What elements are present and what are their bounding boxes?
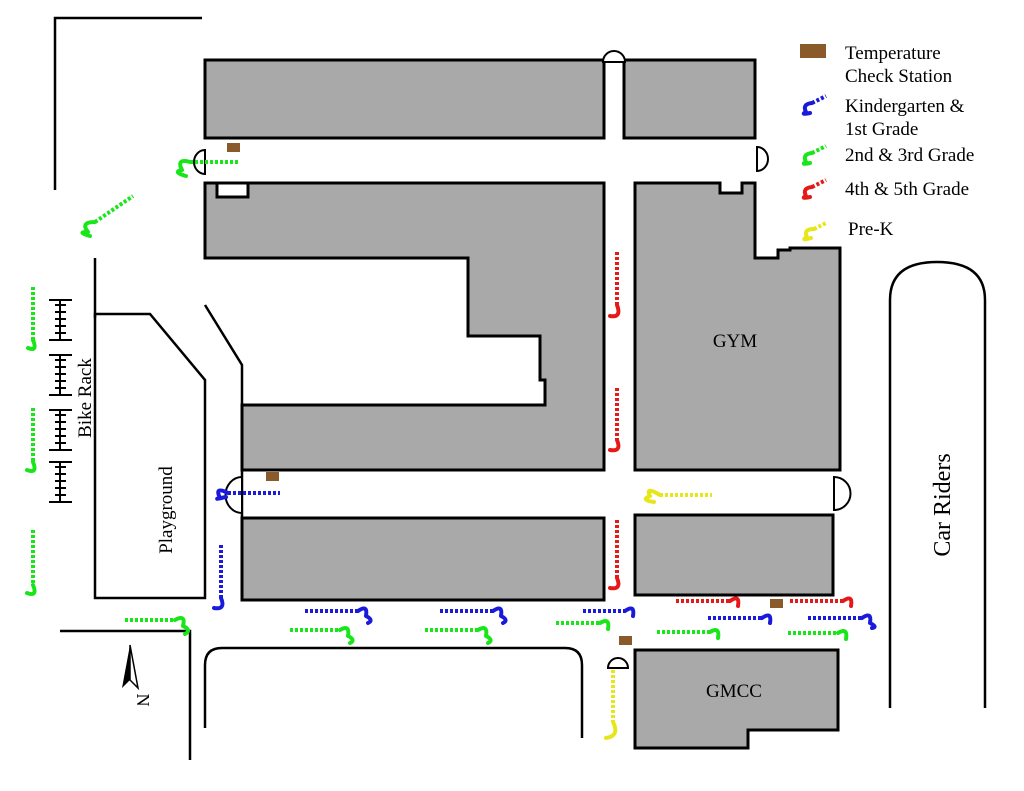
west-building (203, 181, 606, 472)
temp-station-west (266, 472, 279, 481)
door-east-lower (833, 475, 852, 512)
car-riders-label: Car Riders (930, 453, 956, 556)
gym-building (633, 181, 842, 472)
lines-kindergarten-1st (212, 488, 877, 630)
legend-g45-label: 4th & 5th Grade (845, 179, 969, 200)
student-lines (25, 159, 877, 740)
playground-area (93, 312, 207, 600)
road-west-walk (203, 304, 244, 600)
legend-temp-swatch (800, 44, 826, 58)
road-northwest (53, 16, 202, 190)
north-east-building (622, 58, 757, 140)
south-west-building (240, 516, 606, 602)
bike-rack-icon (49, 299, 72, 503)
legend-prek-swatch (802, 221, 827, 242)
gmcc-label: GMCC (706, 681, 762, 702)
legend-temp-label-2: Check Station (845, 66, 953, 87)
temp-station-gmcc (619, 636, 632, 645)
lines-grade-4-5 (608, 252, 854, 608)
legend: Temperature Check Station Kindergarten &… (800, 43, 974, 242)
playground-label: Playground (156, 466, 177, 554)
temp-station-north (227, 143, 240, 152)
door-east-upper (756, 145, 769, 173)
legend-k1-swatch (801, 94, 827, 116)
north-building (203, 58, 606, 140)
buildings (203, 58, 842, 750)
legend-temp-label-1: Temperature (845, 43, 941, 64)
gmcc-building (633, 648, 840, 750)
legend-g23-label: 2nd & 3rd Grade (845, 145, 974, 166)
gym-label: GYM (713, 331, 757, 352)
south-east-building (633, 513, 835, 597)
doors (193, 50, 852, 669)
legend-g23-swatch (801, 144, 827, 166)
legend-k1-label-1: Kindergarten & (845, 96, 965, 117)
bike-rack-label: Bike Rack (75, 358, 96, 438)
road-southwest (60, 629, 192, 760)
lines-grade-2-3 (25, 159, 849, 645)
north-arrow-label: N (133, 694, 153, 707)
car-rider-loop (888, 260, 987, 708)
temperature-stations (227, 143, 783, 645)
parking-lot (203, 646, 584, 738)
legend-k1-label-2: 1st Grade (845, 119, 918, 140)
door-north (601, 50, 627, 63)
legend-prek-label: Pre-K (848, 219, 894, 240)
door-west-upper (193, 148, 206, 176)
door-gmcc (606, 657, 630, 669)
lines-pre-k (604, 488, 712, 740)
legend-g45-swatch (801, 178, 827, 200)
temp-station-south (770, 599, 783, 608)
north-arrow-icon: N (122, 644, 153, 707)
west-building-notch (215, 181, 250, 199)
